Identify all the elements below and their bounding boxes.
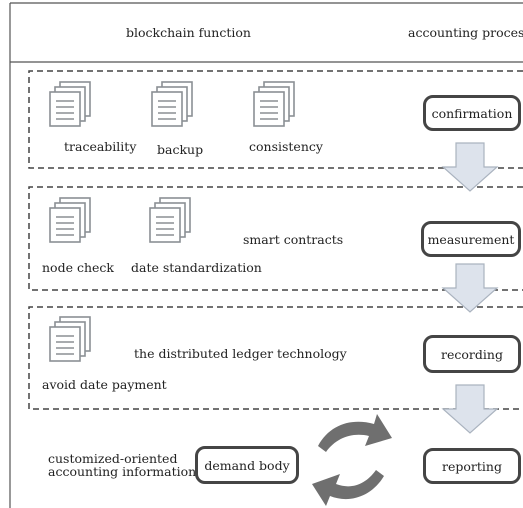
document-stack-icon [49,197,91,243]
customized-oriented-label: customized-oriented [48,451,178,466]
consistency-label: consistency [249,139,323,154]
blockchain-function-header: blockchain function [126,25,251,40]
down-arrow-icon [442,384,498,434]
cycle-arrow-bottom-icon [312,470,384,506]
document-stack-icon [253,81,295,127]
recording-node: recording [423,335,521,373]
confirmation-node: confirmation [423,95,521,131]
demand-body-node: demand body [195,446,299,484]
group-box-1 [28,70,523,169]
traceability-label: traceability [64,139,137,154]
distributed-ledger-label: the distributed ledger technology [134,346,347,361]
group-box-2 [28,186,523,291]
avoid-date-payment-label: avoid date payment [42,377,167,392]
accounting-information-label: accounting information [48,464,197,479]
cycle-arrow-top-icon [318,414,392,452]
reporting-node: reporting [423,448,521,484]
accounting-process-header: accounting process [408,25,523,40]
smart-contracts-label: smart contracts [243,232,344,247]
document-stack-icon [49,316,91,362]
backup-label: backup [157,142,204,157]
document-stack-icon [49,81,91,127]
document-stack-icon [151,81,193,127]
measurement-node: measurement [421,221,521,257]
date-standardization-label: date standardization [131,260,262,275]
down-arrow-icon [442,263,498,313]
node-check-label: node check [42,260,114,275]
group-box-3 [28,306,523,410]
document-stack-icon [149,197,191,243]
down-arrow-icon [442,142,498,192]
